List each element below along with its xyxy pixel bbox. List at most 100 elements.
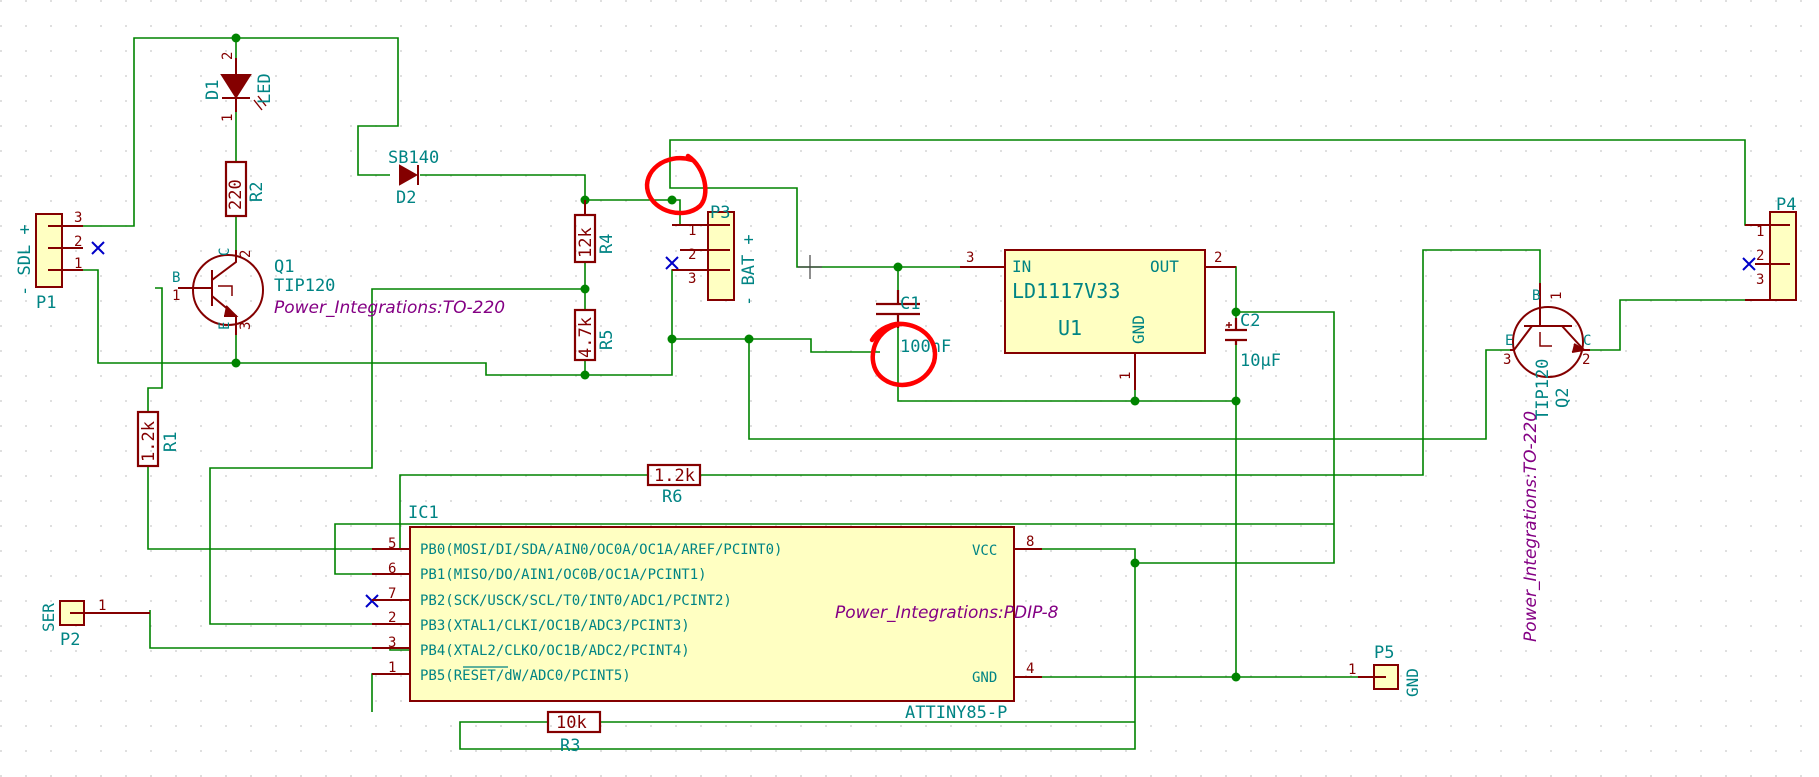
ic1-pin6-number: 6 <box>388 561 396 577</box>
resistor-icon <box>546 710 602 734</box>
r6-ref: R6 <box>662 487 682 507</box>
ic1-pb5-label: PB5(RESET/dW/ADC0/PCINT5) <box>420 668 631 684</box>
resistor-r6[interactable]: 1.2k R6 <box>646 463 702 507</box>
led-icon <box>220 58 267 112</box>
r2-ref: R2 <box>247 182 267 202</box>
junction-dot-icon <box>1130 396 1140 406</box>
d1-pin1-number: 1 <box>220 114 236 122</box>
resistor-r4[interactable]: 12k R4 <box>573 200 617 264</box>
led-d1[interactable]: 2 1 D1 LED <box>203 52 275 122</box>
d2-value: SB140 <box>388 148 439 168</box>
p3-value: - BAT + <box>739 234 759 306</box>
p2-pin1-number: 1 <box>98 598 106 614</box>
p3-pin1-number: 1 <box>688 223 696 239</box>
diode-d2[interactable]: SB140 D2 <box>388 148 439 208</box>
junction-dot-icon <box>1130 558 1140 568</box>
connector-p2[interactable]: 1 SER P2 <box>39 598 150 650</box>
u1-pin-out-label: OUT <box>1150 257 1179 276</box>
connector-icon <box>35 213 63 288</box>
npn-transistor-icon <box>1510 283 1590 378</box>
c2-ref: C2 <box>1240 311 1260 331</box>
r4-value: 12k <box>576 227 596 258</box>
p4-ref: P4 <box>1776 195 1796 215</box>
r6-value: 1.2k <box>654 466 695 486</box>
connector-p4[interactable]: P4 1 2 3 <box>1745 195 1797 301</box>
q1-pin-c-label: C <box>217 248 233 256</box>
d1-pin2-number: 2 <box>220 52 236 60</box>
ic1-pin1-number: 1 <box>388 660 396 676</box>
r4-ref: R4 <box>597 234 617 254</box>
q2-value: TIP120 <box>1533 359 1553 420</box>
capacitor-c1[interactable]: C1 100nF <box>876 290 951 357</box>
p4-pin2-number: 2 <box>1756 248 1764 264</box>
capacitor-c2[interactable]: C2 10µF <box>1225 311 1281 371</box>
ic1-pb2-label: PB2(SCK/USCK/SCL/T0/INT0/ADC1/PCINT2) <box>420 593 732 609</box>
resistor-icon <box>136 410 160 468</box>
resistor-r3[interactable]: 10k R3 <box>546 710 602 756</box>
connector-p1[interactable]: 3 2 1 - SDL + P1 <box>15 210 83 313</box>
ic1-pb0-label: PB0(MOSI/DI/SDA/AIN0/OC0A/OC1A/AREF/PCIN… <box>420 542 782 558</box>
ic1-pin2-number: 2 <box>388 610 396 626</box>
ic1-value: ATTINY85-P <box>905 703 1007 723</box>
junction-dot-icon <box>1231 307 1241 317</box>
c1-ref: C1 <box>900 294 920 314</box>
connector-p3[interactable]: 1 2 3 P3 - BAT + <box>672 203 759 306</box>
q2-ref: Q2 <box>1553 388 1573 408</box>
ic1-pin7-number: 7 <box>388 586 396 602</box>
q1-pin3-number: 3 <box>238 322 254 330</box>
regulator-u1[interactable]: IN OUT GND LD1117V33 U1 3 2 1 <box>960 249 1236 390</box>
diode-icon <box>399 164 419 186</box>
connector-p5[interactable]: P5 1 GND <box>1348 643 1422 697</box>
ic1-footprint: Power_Integrations:PDIP-8 <box>835 603 1059 623</box>
d1-value: LED <box>255 73 275 104</box>
ic1-gnd-label: GND <box>972 670 997 686</box>
p2-value: SER <box>39 603 58 632</box>
junction-dot-icon <box>893 262 903 272</box>
q1-pin-b-label: B <box>172 270 180 286</box>
c1-value: 100nF <box>900 337 951 357</box>
resistor-r2[interactable]: 220 R2 <box>224 160 267 218</box>
q2-pin-b-label: B <box>1532 288 1540 304</box>
junction-dot-icon <box>1231 672 1241 682</box>
ic1-pin3-number: 3 <box>388 635 396 651</box>
c2-value: 10µF <box>1240 351 1281 371</box>
resistor-r5[interactable]: 4.7k R5 <box>573 308 617 362</box>
p1-ref: P1 <box>36 293 56 313</box>
transistor-q2[interactable]: B 1 E 3 C 2 Q2 TIP120 Power_Integrations… <box>1503 283 1591 642</box>
x-mark-icon <box>1742 257 1756 271</box>
transistor-q1[interactable]: B 1 C 2 E 3 Q1 TIP120 Power_Integrations… <box>172 248 505 335</box>
q2-pin2-number: 2 <box>1582 352 1590 368</box>
u1-body <box>1004 249 1206 354</box>
p3-pin3-number: 3 <box>688 271 696 287</box>
u1-pin1-number: 1 <box>1118 372 1134 380</box>
q2-pin-e-label: E <box>1505 333 1513 349</box>
p3-pin2-number: 2 <box>688 247 696 263</box>
junction-dot-icon <box>231 358 241 368</box>
ic1-vcc-label: VCC <box>972 543 997 559</box>
q1-footprint: Power_Integrations:TO-220 <box>274 298 505 318</box>
q2-pin1-number: 1 <box>1549 292 1565 300</box>
u1-pin3-number: 3 <box>966 250 974 266</box>
p4-pin1-number: 1 <box>1756 224 1764 240</box>
resistor-r1[interactable]: 1.2k R1 <box>136 410 181 468</box>
p5-ref: P5 <box>1374 643 1394 663</box>
r2-value: 220 <box>226 179 246 210</box>
p4-pin3-number: 3 <box>1756 272 1764 288</box>
p5-pin1-number: 1 <box>1348 662 1356 678</box>
junction-dot-icon <box>580 370 590 380</box>
q1-pin1-number: 1 <box>172 288 180 304</box>
resistor-icon <box>573 308 597 362</box>
ic-ic1[interactable]: IC1 ATTINY85-P Power_Integrations:PDIP-8… <box>372 503 1059 723</box>
capacitor-icon <box>1225 318 1247 345</box>
q2-pin-c-label: C <box>1583 333 1591 349</box>
x-mark-icon <box>91 241 105 255</box>
ic1-pb3-label: PB3(XTAL1/CLKI/OC1B/ADC3/PCINT3) <box>420 618 690 634</box>
u1-ref: U1 <box>1058 316 1082 340</box>
q2-footprint: Power_Integrations:TO-220 <box>1521 411 1541 642</box>
q1-ref: Q1 <box>274 257 294 277</box>
resistor-icon <box>224 160 248 218</box>
ic1-pin8-number: 8 <box>1026 534 1034 550</box>
u1-pin-in-label: IN <box>1012 257 1031 276</box>
u1-value: LD1117V33 <box>1012 279 1120 303</box>
